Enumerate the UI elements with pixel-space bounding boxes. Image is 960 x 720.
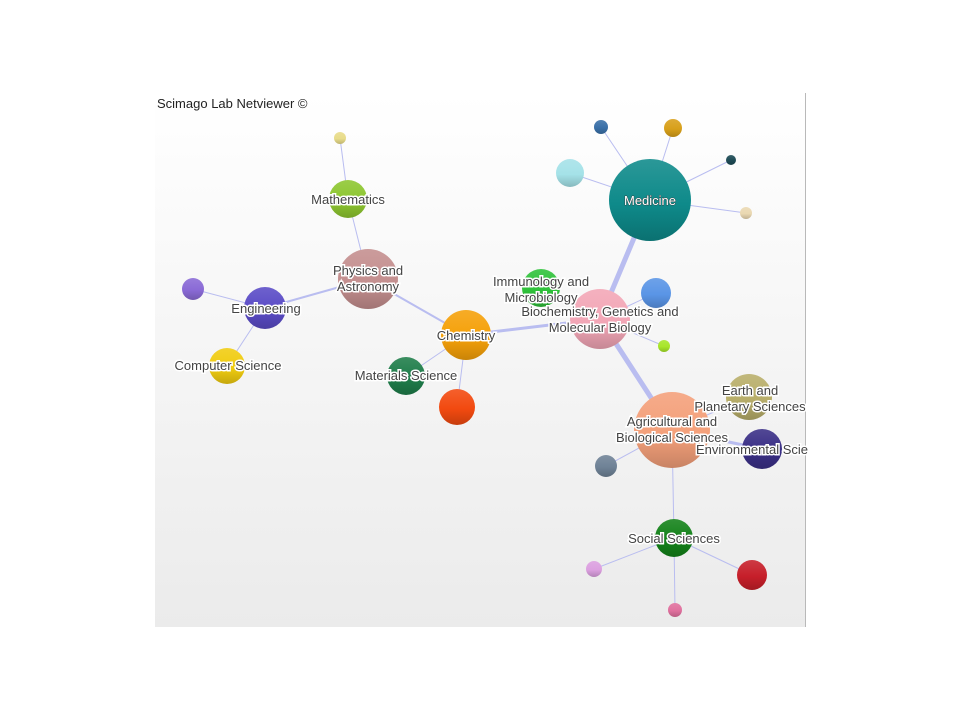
node-agri-leaf-slate[interactable] — [595, 455, 617, 477]
node-agricultural[interactable] — [634, 392, 710, 468]
label-social-sciences: Social Sciences — [628, 531, 720, 546]
node-soc-leaf-pink[interactable] — [586, 561, 602, 577]
app-title: Scimago Lab Netviewer © — [157, 96, 308, 111]
node-mathematics[interactable] — [329, 180, 367, 218]
node-med-leaf-cyan[interactable] — [556, 159, 584, 187]
label-environmental: Environmental Scie — [696, 442, 808, 457]
label-materials-science: Materials Science — [355, 368, 458, 383]
node-engineering[interactable] — [244, 287, 286, 329]
network-canvas[interactable] — [155, 93, 805, 627]
node-materials-science[interactable] — [387, 357, 425, 395]
node-bio-leaf-blue[interactable] — [641, 278, 671, 308]
node-earth[interactable] — [726, 374, 772, 420]
node-chem-leaf-red[interactable] — [439, 389, 475, 425]
node-immunology[interactable] — [522, 269, 560, 307]
node-bio-leaf-lime[interactable] — [658, 340, 670, 352]
node-computer-science[interactable] — [209, 348, 245, 384]
node-soc-leaf-rose[interactable] — [668, 603, 682, 617]
node-soc-leaf-red[interactable] — [737, 560, 767, 590]
node-med-leaf-blue[interactable] — [594, 120, 608, 134]
label-engineering: Engineering — [231, 301, 300, 316]
node-physics[interactable] — [338, 249, 398, 309]
label-mathematics: Mathematics — [311, 192, 385, 207]
node-medicine[interactable] — [609, 159, 691, 241]
node-med-leaf-cream[interactable] — [740, 207, 752, 219]
canvas-border — [805, 93, 806, 627]
label-chemistry: Chemistry — [437, 328, 496, 343]
label-medicine: Medicine — [624, 193, 676, 208]
node-social-sciences[interactable] — [655, 519, 693, 557]
node-med-leaf-dark[interactable] — [726, 155, 736, 165]
node-biochemistry[interactable] — [570, 289, 630, 349]
node-eng-leaf[interactable] — [182, 278, 204, 300]
node-chemistry[interactable] — [441, 310, 491, 360]
node-med-leaf-gold[interactable] — [664, 119, 682, 137]
label-computer-science: Computer Science — [175, 358, 282, 373]
node-environmental[interactable] — [742, 429, 782, 469]
node-math-leaf[interactable] — [334, 132, 346, 144]
